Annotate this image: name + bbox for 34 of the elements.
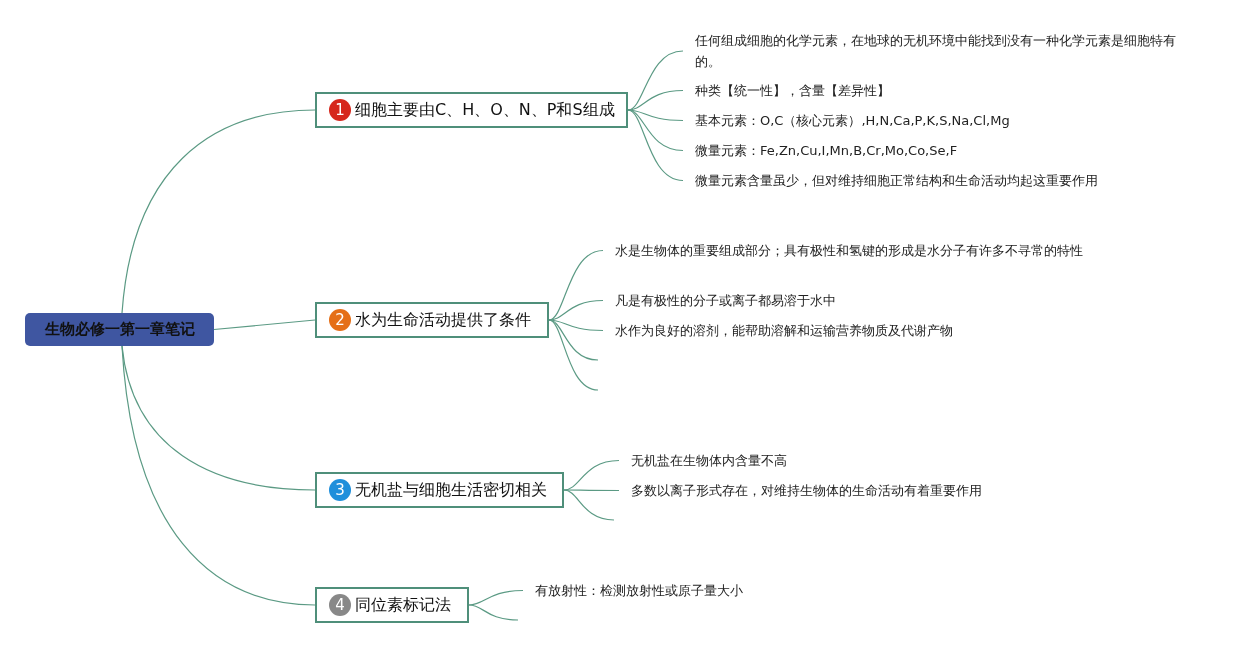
note-text: 水作为良好的溶剂，能帮助溶解和运输营养物质及代谢产物	[603, 320, 1108, 341]
topic-box	[315, 92, 628, 128]
branch-line	[213, 319, 316, 331]
topic-box	[315, 587, 469, 623]
number-badge: 2	[329, 309, 351, 331]
branch-line	[121, 345, 316, 606]
note-text: 基本元素：O,C（核心元素）,H,N,Ca,P,K,S,Na,Cl,Mg	[683, 110, 1183, 131]
note-text: 微量元素含量虽少，但对维持细胞正常结构和生命活动均起这重要作用	[683, 170, 1183, 191]
note-text: 任何组成细胞的化学元素，在地球的无机环境中能找到没有一种化学元素是细胞特有的。	[683, 30, 1183, 72]
topic-text: 细胞主要由C、H、O、N、P和S组成	[355, 99, 615, 121]
branch-line	[563, 489, 620, 492]
number-badge: 4	[329, 594, 351, 616]
branch-line	[563, 489, 615, 521]
topic-text: 无机盐与细胞生活密切相关	[355, 479, 547, 501]
central-topic: 生物必修一第一章笔记	[25, 313, 214, 346]
topic-box	[315, 302, 549, 338]
branch-line	[627, 109, 684, 182]
branch-line	[627, 89, 684, 111]
note-text: 有放射性：检测放射性或原子量大小	[523, 580, 1003, 601]
note-text: 水是生物体的重要组成部分；具有极性和氢键的形成是水分子有许多不寻常的特性	[603, 240, 1098, 261]
branch-line	[121, 109, 316, 314]
note-text: 凡是有极性的分子或离子都易溶于水中	[603, 290, 1108, 311]
topic-text: 同位素标记法	[355, 594, 451, 616]
topic-box	[315, 472, 564, 508]
topic-text: 水为生命活动提供了条件	[355, 309, 531, 331]
branch-line	[468, 604, 519, 621]
number-badge: 3	[329, 479, 351, 501]
branch-line	[548, 319, 599, 391]
note-text: 微量元素：Fe,Zn,Cu,I,Mn,B,Cr,Mo,Co,Se,F	[683, 140, 1183, 161]
number-badge: 1	[329, 99, 351, 121]
note-text: 种类【统一性】，含量【差异性】	[683, 80, 1183, 101]
note-text: 多数以离子形式存在，对维持生物体的生命活动有着重要作用	[619, 480, 1099, 501]
branch-line	[468, 589, 524, 606]
note-text: 无机盐在生物体内含量不高	[619, 450, 1099, 471]
